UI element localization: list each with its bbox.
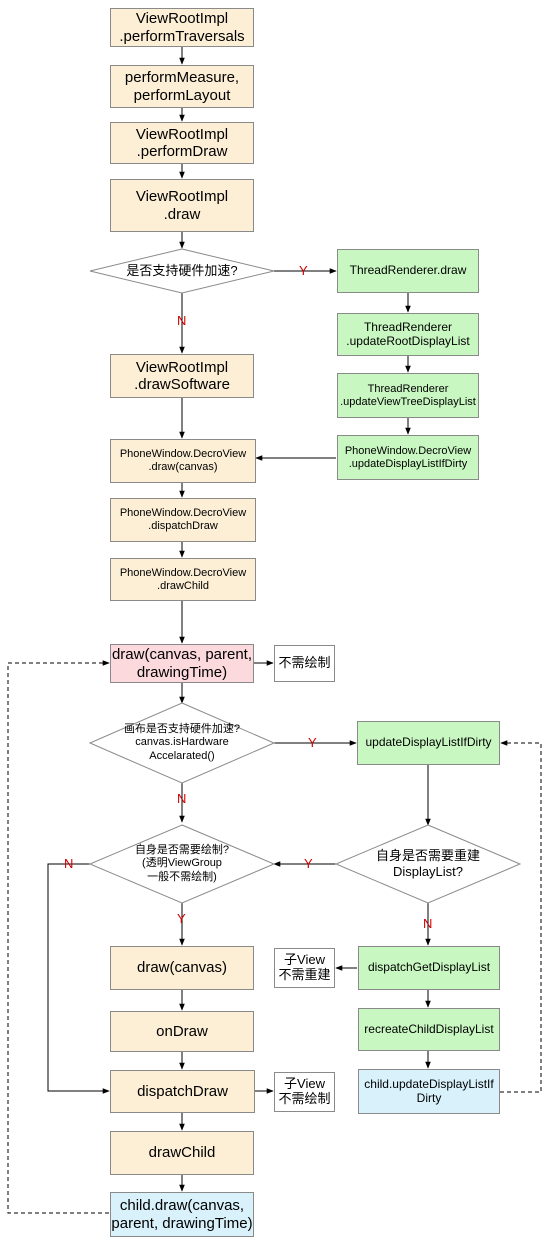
decision-self-draw-shape — [88, 824, 276, 904]
decorview-draw-child-node: PhoneWindow.DecroView .drawChild — [110, 558, 256, 601]
draw-child-node: drawChild — [110, 1131, 254, 1175]
decorview-update-if-dirty-node: PhoneWindow.DecroView .updateDisplayList… — [337, 435, 479, 480]
dispatch-get-display-list-node: dispatchGetDisplayList — [358, 946, 500, 990]
self-need-draw-decision: 自身是否需要绘制? (透明ViewGroup 一般不需绘制) — [134, 844, 230, 883]
edge-label-yes: Y — [177, 911, 186, 926]
draw-canvas-parent-time-node: draw(canvas, parent, drawingTime) — [110, 644, 254, 683]
decorview-draw-canvas-node: PhoneWindow.DecroView .draw(canvas) — [110, 439, 256, 483]
decision-canvas-hw-shape — [88, 702, 276, 784]
vri-draw-node: ViewRootImpl .draw — [110, 179, 254, 232]
on-draw-node: onDraw — [110, 1011, 254, 1052]
dispatch-draw-node: dispatchDraw — [110, 1070, 255, 1113]
recreate-child-display-list-node: recreateChildDisplayList — [358, 1008, 500, 1051]
vri-draw-software-node: ViewRootImpl .drawSoftware — [110, 354, 254, 398]
edge-label-no: N — [177, 791, 187, 806]
decision-hw-accel-shape — [89, 248, 275, 294]
edge-label-no: N — [64, 856, 74, 871]
edge — [47, 863, 110, 1094]
edge-label-yes: Y — [299, 263, 308, 278]
perform-measure-layout-node: performMeasure, performLayout — [110, 65, 254, 108]
thread-renderer-draw-node: ThreadRenderer.draw — [337, 249, 479, 293]
no-need-draw-node: 不需绘制 — [274, 645, 335, 682]
thread-renderer-update-viewtree-node: ThreadRenderer .updateViewTreeDisplayLis… — [337, 373, 479, 418]
child-update-display-list-node: child.updateDisplayListIf Dirty — [358, 1069, 500, 1114]
canvas-hw-decision: 画布是否支持硬件加速? canvas.isHardware Accelarate… — [123, 723, 241, 762]
need-rebuild-decision: 自身是否需要重建 DisplayList? — [375, 848, 480, 879]
edge-label-no: N — [177, 313, 187, 328]
edge-label-yes: Y — [308, 735, 317, 750]
update-display-list-if-dirty-node: updateDisplayListIfDirty — [357, 721, 500, 765]
edge-label-no: N — [423, 916, 433, 931]
vri-perform-draw-node: ViewRootImpl .performDraw — [110, 122, 254, 164]
child-view-no-draw-node: 子View 不需绘制 — [274, 1072, 335, 1112]
decision-rebuild-shape — [334, 824, 522, 904]
edge-label-yes: Y — [304, 856, 313, 871]
dashed-edge — [500, 740, 542, 1093]
dashed-edge — [7, 660, 110, 1214]
hw-accel-decision: 是否支持硬件加速? — [126, 263, 238, 279]
decorview-dispatch-draw-node: PhoneWindow.DecroView .dispatchDraw — [110, 498, 256, 542]
vri-perform-traversals-node: ViewRootImpl .performTraversals — [110, 8, 254, 47]
child-draw-node: child.draw(canvas, parent, drawingTime) — [110, 1192, 254, 1237]
draw-canvas-node: draw(canvas) — [110, 946, 254, 990]
thread-renderer-update-root-node: ThreadRenderer .updateRootDisplayList — [337, 313, 479, 356]
child-view-no-rebuild-node: 子View 不需重建 — [274, 948, 335, 988]
